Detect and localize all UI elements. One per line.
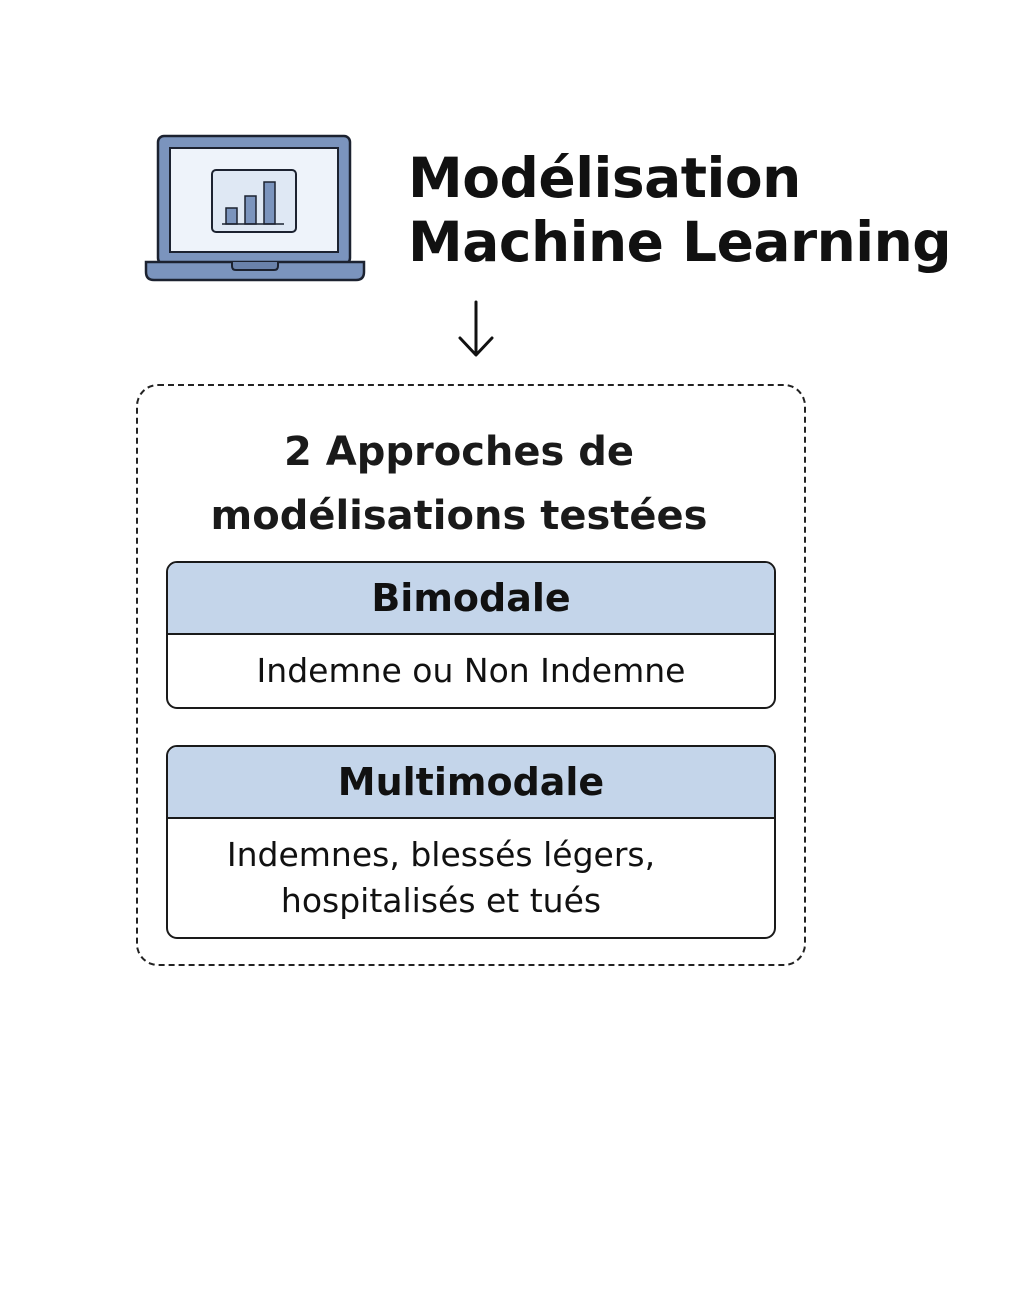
card-bimodale: Bimodale Indemne ou Non Indemne bbox=[166, 561, 776, 709]
main-title: Modélisation Machine Learning bbox=[408, 146, 952, 274]
approaches-container bbox=[136, 384, 806, 966]
approaches-title-line1: 2 Approches de bbox=[284, 429, 634, 475]
arrow-down-icon bbox=[458, 300, 494, 357]
card-multimodale: Multimodale Indemnes, blessés légers, ho… bbox=[166, 745, 776, 939]
card-description: Indemnes, blessés légers, hospitalisés e… bbox=[168, 819, 774, 937]
main-title-line1: Modélisation bbox=[408, 146, 801, 210]
card-description-line: Indemnes, blessés légers, bbox=[226, 835, 656, 874]
card-title: Multimodale bbox=[168, 747, 774, 819]
approaches-title: 2 Approches de modélisations testées bbox=[136, 420, 782, 548]
main-title-line2: Machine Learning bbox=[408, 210, 952, 274]
card-description-line: Indemne ou Non Indemne bbox=[256, 651, 686, 690]
card-description-line: hospitalisés et tués bbox=[280, 881, 602, 920]
laptop-bar-chart-icon bbox=[144, 134, 366, 282]
approaches-title-line2: modélisations testées bbox=[210, 493, 708, 539]
card-description: Indemne ou Non Indemne bbox=[168, 635, 774, 707]
card-title: Bimodale bbox=[168, 563, 774, 635]
